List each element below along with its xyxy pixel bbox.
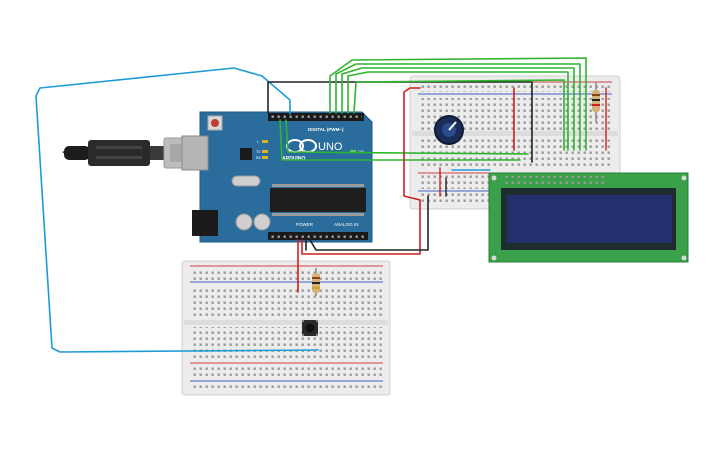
wire-green-7[interactable] bbox=[279, 119, 521, 161]
wire-black-gnd[interactable] bbox=[309, 195, 429, 251]
potentiometer[interactable] bbox=[434, 115, 464, 145]
tx-led-label: TX bbox=[256, 150, 261, 154]
analog-in-label: ANALOG IN bbox=[334, 222, 359, 227]
wire-green-3[interactable] bbox=[341, 67, 575, 151]
wire-green-2[interactable] bbox=[335, 63, 581, 151]
resistor-bottom[interactable] bbox=[312, 268, 320, 296]
arduino-uno-board[interactable]: ARDUINO UNO DIGITAL (PWM~) POWER ANALOG … bbox=[181, 111, 373, 243]
lcd-screen bbox=[507, 195, 672, 243]
arduino-model-label: UNO bbox=[318, 141, 343, 153]
pushbutton[interactable] bbox=[301, 319, 319, 337]
wire-green-1[interactable] bbox=[329, 57, 587, 151]
wire-green-6[interactable] bbox=[285, 119, 529, 155]
atmega-chip bbox=[270, 188, 366, 212]
arduino-brand-label: ARDUINO bbox=[282, 156, 305, 162]
reset-button[interactable] bbox=[211, 119, 219, 127]
on-led-label: ON bbox=[358, 149, 364, 154]
usb-cable[interactable] bbox=[62, 137, 203, 169]
breadboard-bottom[interactable] bbox=[181, 260, 391, 396]
rx-led-label: RX bbox=[256, 156, 262, 160]
wire-blue[interactable] bbox=[35, 67, 319, 353]
lcd-16x2[interactable] bbox=[488, 172, 689, 263]
resistor-top[interactable] bbox=[592, 82, 600, 122]
power-label: POWER bbox=[296, 222, 314, 227]
l-led-label: L bbox=[257, 140, 259, 144]
digital-pwm-label: DIGITAL (PWM~) bbox=[308, 127, 344, 132]
wire-green-4[interactable] bbox=[347, 71, 569, 151]
wire-red-5v[interactable] bbox=[301, 87, 421, 255]
wire-green-5[interactable] bbox=[353, 79, 565, 151]
